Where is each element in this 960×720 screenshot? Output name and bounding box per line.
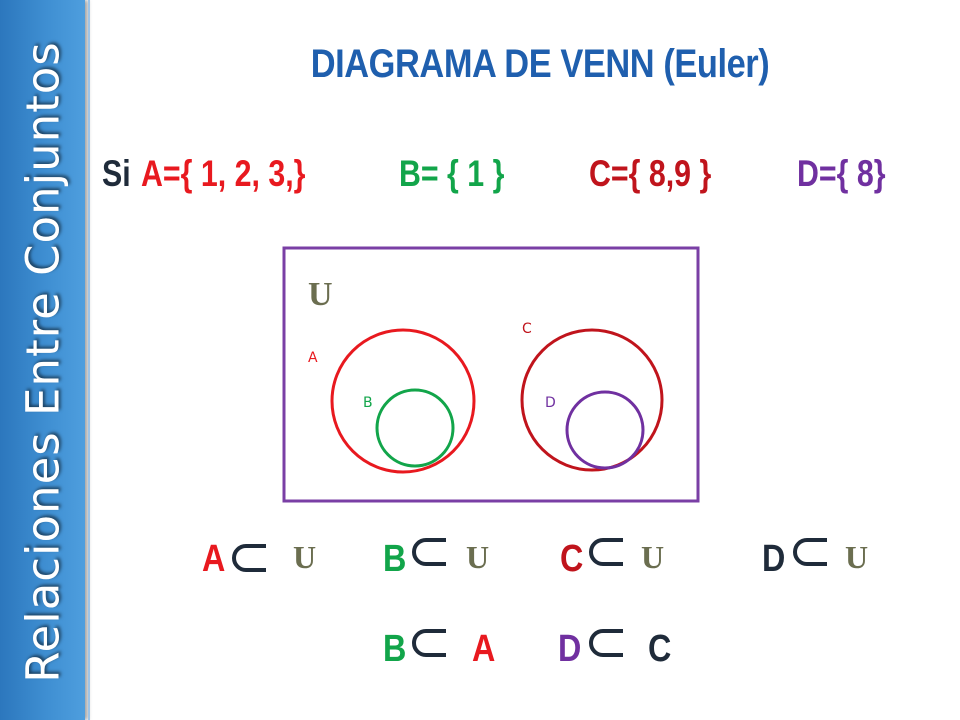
set-a-label: A bbox=[308, 350, 318, 366]
relation-b-right: U bbox=[466, 539, 490, 575]
relation-a-left: A bbox=[202, 538, 226, 580]
set-b-label: B bbox=[363, 395, 373, 411]
subset-icon bbox=[793, 538, 827, 566]
relation-d-c-left: D bbox=[558, 628, 582, 670]
sidebar-divider bbox=[88, 0, 90, 720]
universe-label: U bbox=[308, 276, 333, 313]
set-c-circle bbox=[520, 328, 664, 472]
definition-set-b: B= { 1 } bbox=[399, 153, 505, 194]
relation-c-left: C bbox=[560, 538, 584, 580]
sidebar: Relaciones Entre Conjuntos bbox=[0, 0, 85, 720]
relation-c-right: U bbox=[641, 539, 665, 575]
subset-icon bbox=[412, 629, 446, 657]
subset-icon bbox=[412, 538, 446, 566]
relation-d-right: U bbox=[845, 539, 869, 575]
subset-icon bbox=[589, 629, 623, 657]
set-d-circle bbox=[565, 390, 645, 470]
set-a-circle bbox=[330, 328, 476, 474]
relation-a-right: U bbox=[293, 539, 317, 575]
relation-d-left: D bbox=[762, 538, 786, 580]
relation-b-a-right: A bbox=[472, 628, 496, 670]
relation-b-a-left: B bbox=[383, 628, 407, 670]
definition-set-c: C={ 8,9 } bbox=[589, 153, 712, 194]
relation-d-c-right: C bbox=[648, 628, 672, 670]
page-title: DIAGRAMA DE VENN (Euler) bbox=[310, 42, 770, 86]
subset-icon bbox=[589, 538, 623, 566]
definition-set-a: A={ 1, 2, 3,} bbox=[141, 153, 306, 194]
definition-set-d: D={ 8} bbox=[797, 153, 886, 194]
subset-icon bbox=[232, 544, 266, 572]
relation-b-left: B bbox=[383, 538, 407, 580]
definition-prefix: Si bbox=[102, 153, 131, 194]
set-b-circle bbox=[375, 388, 455, 468]
universe-frame bbox=[282, 246, 700, 503]
set-d-label: D bbox=[545, 395, 556, 411]
set-c-label: C bbox=[522, 321, 532, 337]
